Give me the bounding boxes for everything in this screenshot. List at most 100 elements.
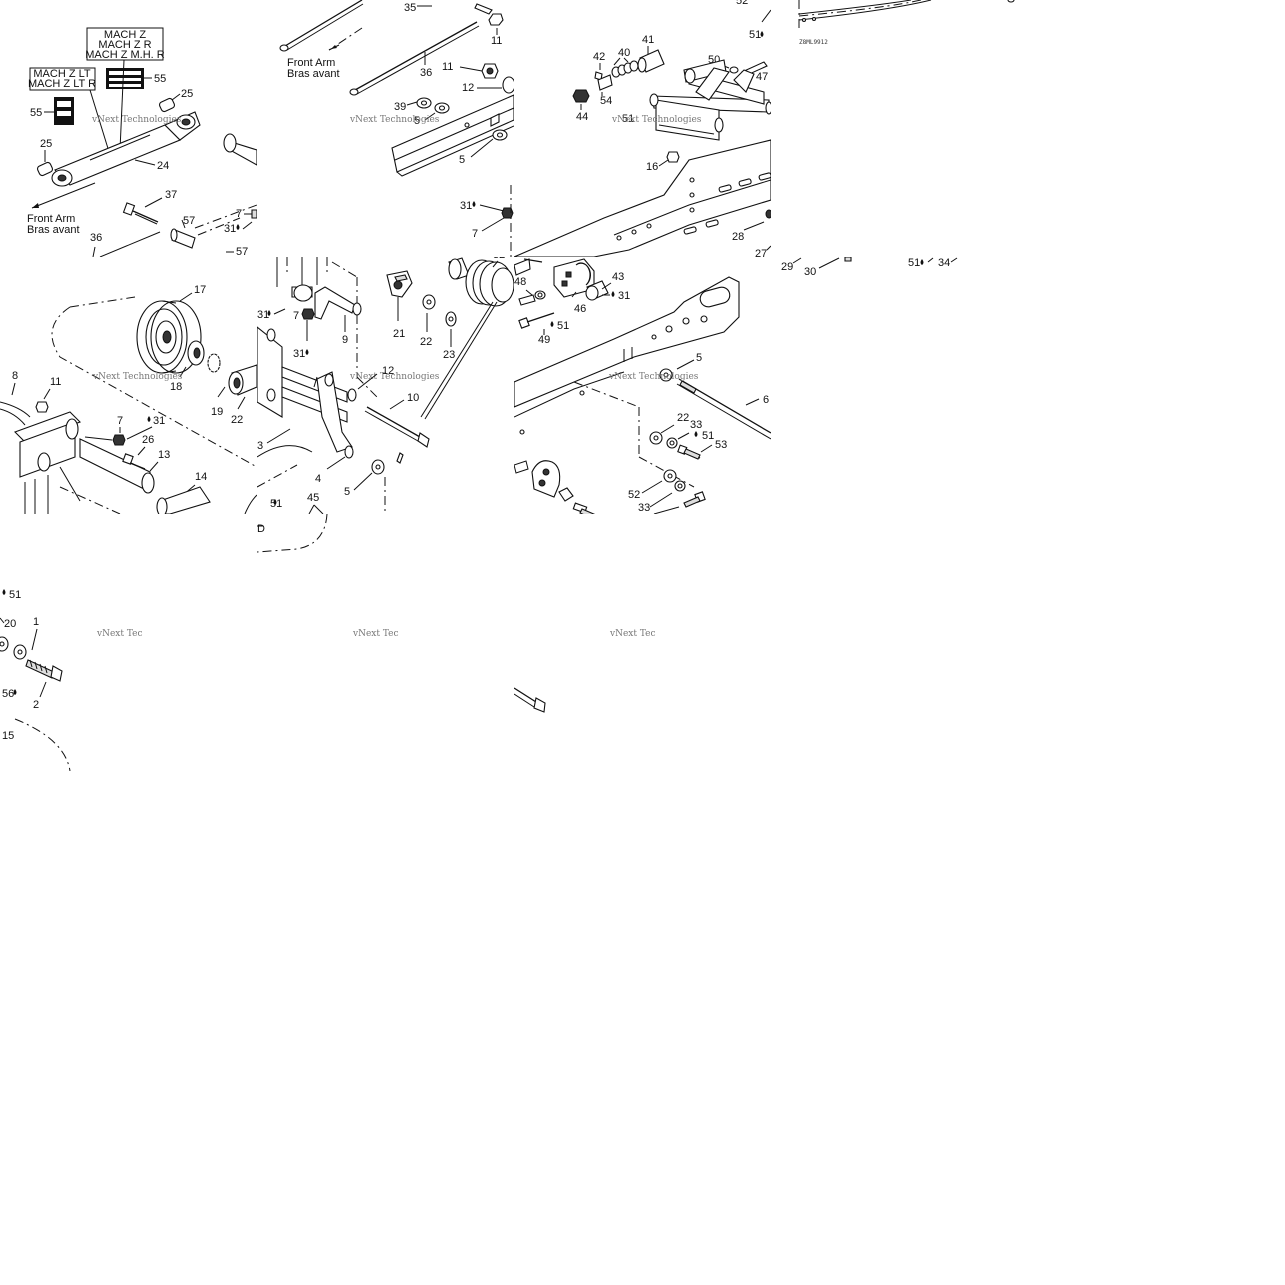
diagram-text: vNext Technologies: [349, 115, 440, 125]
callout-number: 4: [315, 473, 321, 485]
callout-number: 31: [257, 309, 269, 321]
tile-pivot-spring-lower: D: [257, 514, 337, 559]
callout-number: 25: [181, 88, 193, 100]
callout-number: 51: [622, 113, 634, 125]
bolt-2: [25, 659, 63, 682]
svg-text:D: D: [257, 523, 265, 535]
bolt-10: [364, 406, 430, 448]
label-mach-z-mhr: MACH Z M.H. R: [85, 49, 164, 61]
callout-number: 5: [696, 352, 702, 364]
idler-wheel-17: [136, 300, 202, 374]
pivot-arm-9: [314, 286, 362, 320]
callout-number: 57: [183, 215, 195, 227]
callout-number: 51: [908, 257, 920, 269]
callout-number: 35: [404, 2, 416, 14]
callout-number: 6: [763, 394, 769, 406]
spring-stack-40: [611, 60, 639, 78]
callout-number: 36: [90, 232, 102, 244]
decal-mach-z: [106, 68, 144, 89]
diagram-text: vNext Tec: [96, 629, 143, 639]
callout-number: 2: [33, 699, 39, 711]
bolt-end: [514, 687, 546, 713]
callout-number: 5: [459, 154, 465, 166]
callout-number: 57: [236, 246, 248, 257]
callout-number: 51: [557, 320, 569, 332]
callout-number: 21: [393, 328, 405, 340]
callout-number: 39: [394, 101, 406, 113]
callout-number: 1: [33, 616, 39, 628]
callout-number: 52: [628, 489, 640, 501]
decal-mach-z-lt: [54, 97, 74, 125]
callout-number: 55: [30, 107, 42, 119]
callout-number: 16: [646, 161, 658, 173]
callout-number: 43: [612, 271, 624, 283]
callout-number: 9: [342, 334, 348, 346]
callout-number: 12: [382, 365, 394, 377]
callout-number: 53: [715, 439, 727, 451]
callout-number: 7: [293, 310, 299, 322]
callout-number: 20: [4, 618, 16, 630]
callout-number: 22: [677, 412, 689, 424]
torsion-spring-32: [420, 257, 514, 420]
callout-number: 30: [804, 266, 816, 278]
diagram-text: vNext Tec: [352, 629, 399, 639]
label-mach-z-r: MACH Z R: [98, 39, 151, 51]
callout-number: 54: [600, 95, 612, 107]
callout-number: 51: [9, 589, 21, 601]
callout-number: 26: [142, 434, 154, 446]
tile-idler-wheel: 17 18 19 22 vNext Technologies 8 11: [0, 257, 257, 514]
label-mach-z-lt-r: MACH Z LT R: [28, 78, 96, 90]
long-bolt-6: [676, 378, 771, 440]
mach-z-label-box: [86, 27, 164, 61]
callout-number: 12: [462, 82, 474, 94]
callout-number: 13: [158, 449, 170, 461]
tile-shock-absorber: MACH Z MACH Z R MACH Z M.H. R MACH Z LT …: [0, 0, 257, 257]
diagram-code: Z8ML9912: [799, 39, 828, 46]
tile-slide-rail: 35 11 Front Arm Bras avant 36 11: [257, 0, 514, 257]
callout-number: 42: [593, 51, 605, 63]
callout-number: 19: [211, 406, 223, 418]
callout-number: 49: [538, 334, 550, 346]
callout-number: 11: [50, 376, 61, 388]
label-mach-z-lt: MACH Z LT: [33, 68, 91, 80]
callout-number: 31: [460, 200, 472, 212]
roller-bracket: [514, 460, 596, 514]
callout-number: 47: [756, 71, 768, 83]
callout-number: 31: [224, 223, 236, 235]
tile-rail-end: Z8ML9912 29 29 30 51 34: [771, 0, 1028, 257]
callout-number: 36: [420, 67, 432, 79]
diagram-text: vNext Technologies: [608, 372, 699, 382]
callout-number: 32: [493, 257, 505, 261]
callout-number: 24: [157, 160, 169, 172]
callout-number: 52: [736, 0, 748, 7]
callout-number: 46: [574, 303, 586, 315]
callout-number: 8: [12, 370, 18, 382]
callout-number: 48: [514, 276, 526, 288]
tile-rail-end-labels: 29 30 51 34: [771, 257, 1028, 283]
callout-number: 55: [154, 73, 166, 85]
callout-number: 33: [690, 419, 702, 431]
callout-number: 7: [117, 415, 123, 427]
callout-number: 40: [618, 47, 630, 59]
tile-front-bolt: 51 20 1 56 2 15 vNext Tec: [0, 514, 257, 771]
callout-number: 5: [344, 486, 350, 498]
front-arm-pivot: [14, 411, 155, 514]
callout-number: 37: [165, 189, 177, 201]
callout-number: 11: [442, 61, 453, 73]
callout-number: 56: [2, 688, 14, 700]
suspension-frame: [514, 139, 771, 257]
callout-number: 51: [749, 29, 761, 41]
callout-number: 10: [407, 392, 419, 404]
diagram-text: vNext Technologies: [92, 372, 183, 382]
rear-arm: [649, 59, 771, 141]
callout-number: 7: [236, 208, 242, 220]
callout-number: 51: [270, 498, 282, 510]
watermark: vNext Technologies: [91, 115, 182, 125]
shock-absorber: [51, 111, 201, 187]
tile-watermark-2: vNext Tec: [337, 514, 457, 674]
callout-number: 29: [781, 261, 793, 273]
callout-number: 31: [153, 415, 165, 427]
callout-number: 41: [642, 34, 654, 46]
label-bras-avant: Bras avant: [27, 224, 80, 236]
label-front-arm: Front Arm: [27, 213, 75, 225]
